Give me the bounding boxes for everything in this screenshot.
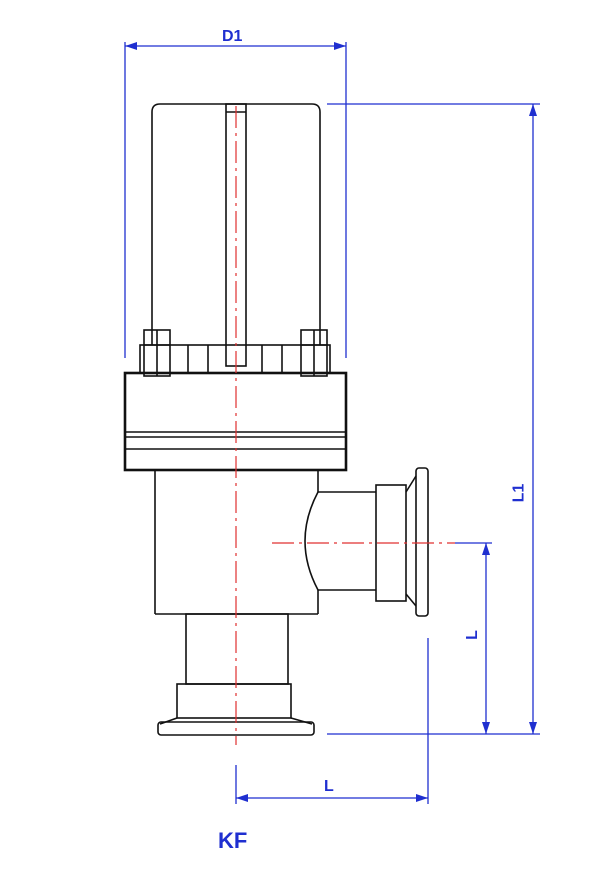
dimension-arrowheads <box>125 42 537 802</box>
bolt-band <box>139 329 331 377</box>
drawing-title: KF <box>218 828 248 853</box>
dimension-lines <box>124 42 540 804</box>
d1-label: D1 <box>222 28 243 45</box>
l-horizontal-label: L <box>324 778 334 795</box>
side-port-flange <box>375 467 429 617</box>
l-vertical-label: L <box>463 630 481 640</box>
centerlines <box>235 106 455 745</box>
l1-label: L1 <box>510 483 528 503</box>
valve-body <box>154 470 376 615</box>
